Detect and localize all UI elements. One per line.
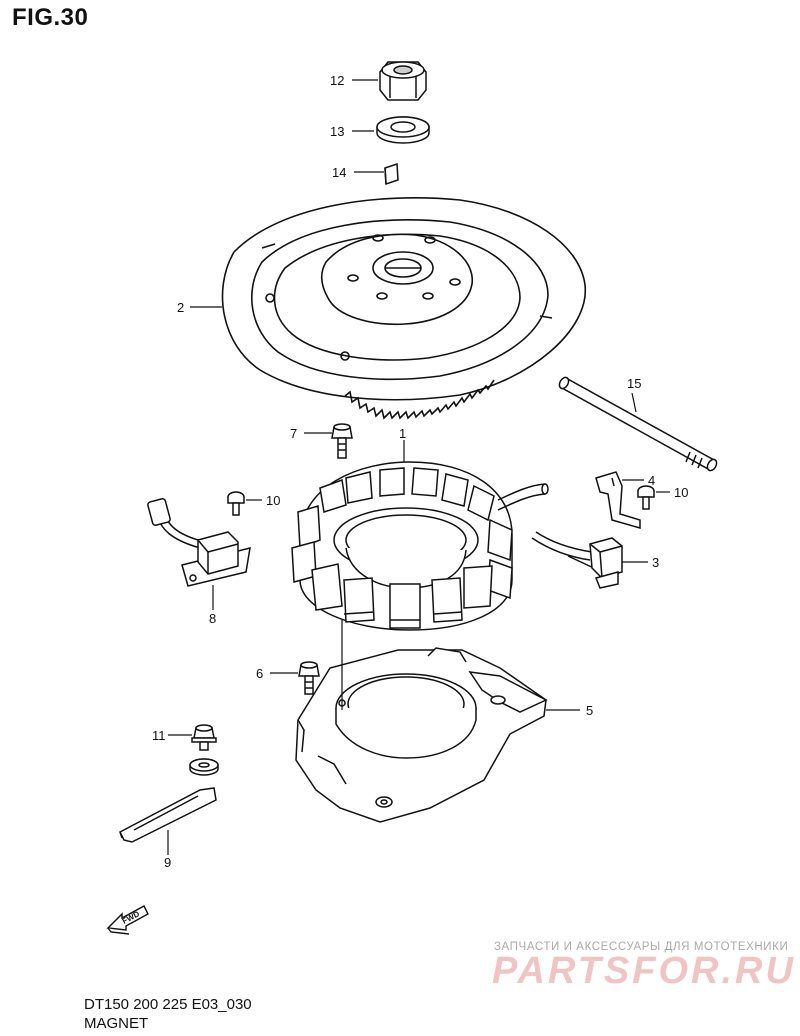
callout-7: 7 <box>290 426 297 441</box>
part-7-bolt[interactable] <box>331 423 353 459</box>
callout-13: 13 <box>330 124 344 139</box>
callout-14: 14 <box>332 165 346 180</box>
callout-3: 3 <box>652 555 659 570</box>
leader-lines <box>167 79 670 855</box>
part-14-key[interactable] <box>384 162 399 186</box>
part-2-flywheel[interactable] <box>221 197 586 420</box>
part-9-bracket[interactable] <box>119 787 217 843</box>
figure-title: FIG.30 <box>12 4 89 31</box>
callout-1: 1 <box>399 426 406 441</box>
callout-5: 5 <box>586 703 593 718</box>
figure-caption: MAGNET <box>84 1015 149 1032</box>
callout-9: 9 <box>164 855 171 870</box>
part-10-screw-left[interactable] <box>227 491 245 516</box>
part-3-sensor[interactable] <box>531 531 623 589</box>
callout-8: 8 <box>209 611 216 626</box>
part-11-bolt[interactable] <box>189 724 219 776</box>
callout-2: 2 <box>177 300 184 315</box>
part-10-screw-right[interactable] <box>637 485 655 510</box>
part-4-clamp[interactable] <box>595 471 641 529</box>
part-1-stator[interactable] <box>291 461 549 631</box>
part-12-nut[interactable] <box>379 61 427 101</box>
callout-12: 12 <box>330 73 344 88</box>
part-6-bolt[interactable] <box>298 661 320 695</box>
watermark-tagline: ЗАПЧАСТИ И АКСЕССУАРЫ ДЛЯ МОТОТЕХНИКИ <box>494 941 789 953</box>
model-line: DT150 200 225 E03_030 <box>84 996 252 1013</box>
part-8-sensor[interactable] <box>147 498 251 587</box>
callout-15: 15 <box>627 376 641 391</box>
part-13-washer[interactable] <box>376 116 430 144</box>
callout-10-right: 10 <box>674 485 688 500</box>
callout-6: 6 <box>256 666 263 681</box>
callout-11: 11 <box>152 728 166 743</box>
callout-10-left: 10 <box>266 493 280 508</box>
fwd-direction-arrow: FWD <box>106 905 149 935</box>
part-15-long-bolt[interactable] <box>558 376 719 472</box>
callout-numbers: 12 13 14 2 15 1 7 10 4 10 3 8 6 5 11 9 <box>152 73 688 870</box>
callout-4: 4 <box>648 473 655 488</box>
watermark-logo: PARTSFOR.RU <box>492 950 796 992</box>
part-5-stator-base[interactable] <box>295 647 548 823</box>
